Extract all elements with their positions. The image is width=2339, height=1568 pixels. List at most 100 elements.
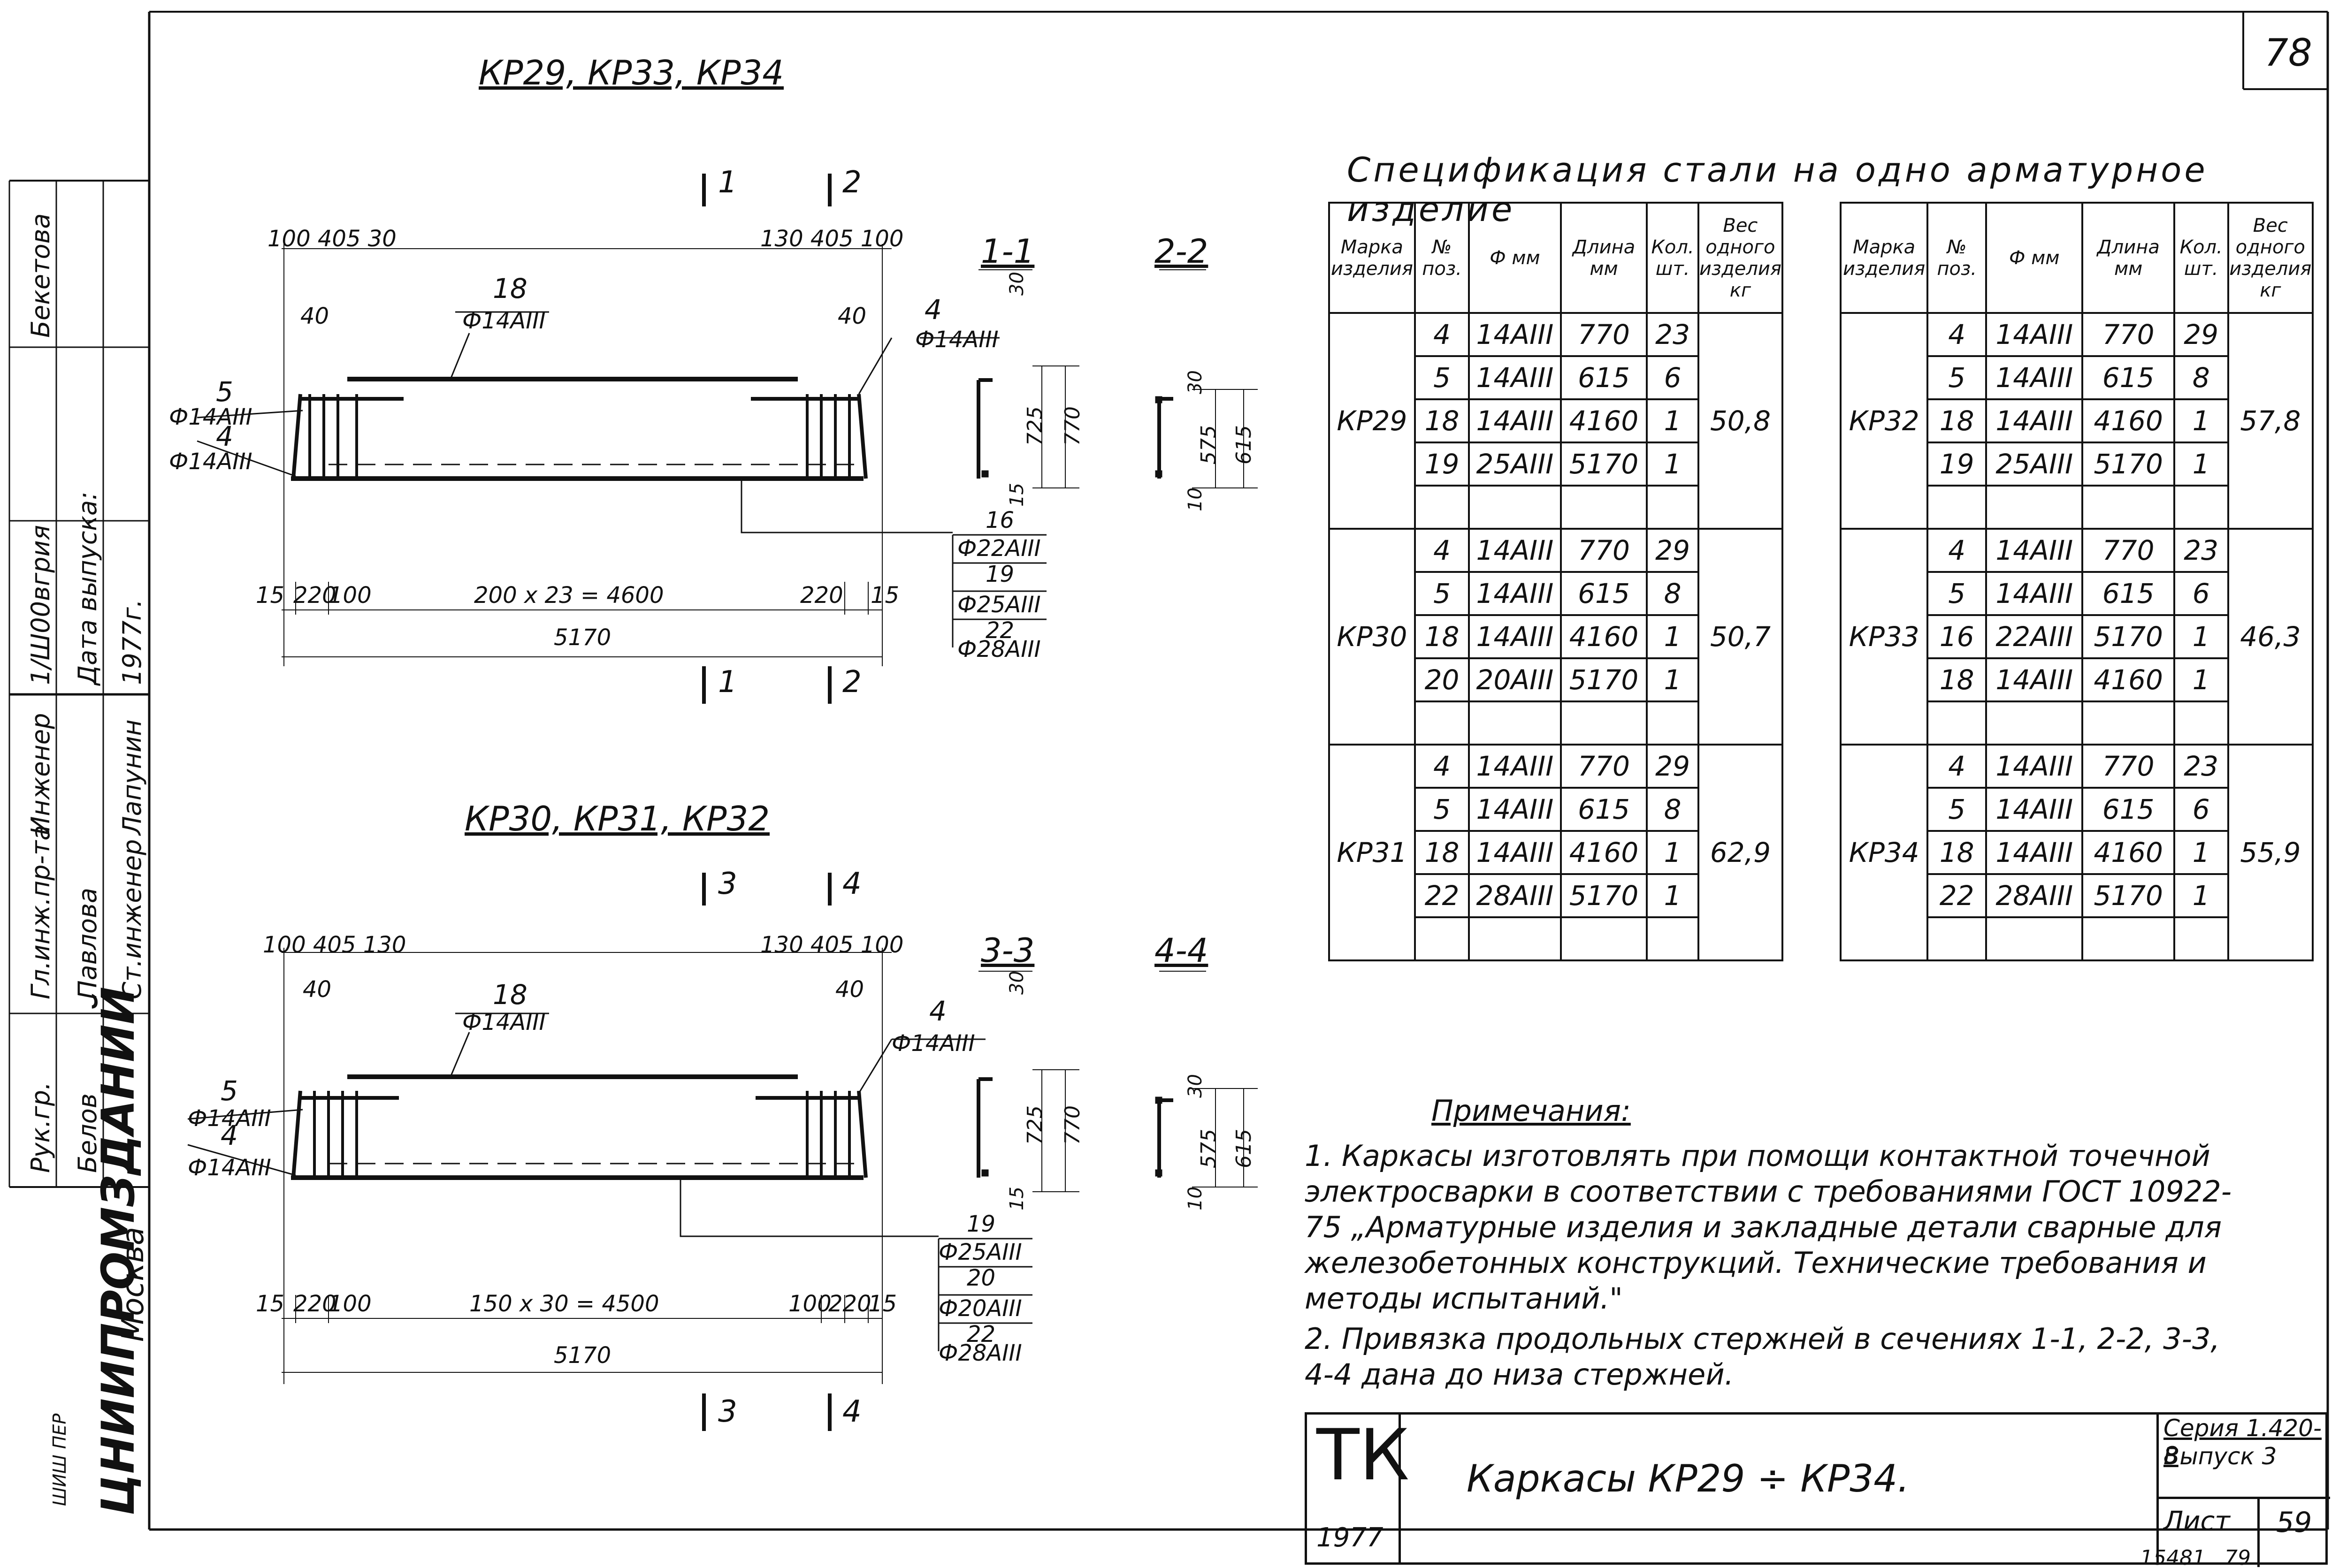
spec-cell: 770 — [2081, 528, 2175, 573]
pos-5-bar-2: Ф14АIII — [188, 1105, 271, 1132]
dims-top-left: 100 405 30 — [268, 226, 397, 252]
stamp-name-5: 1977г. — [117, 599, 147, 685]
spec-cell: 4160 — [1559, 398, 1648, 443]
spec-cell: 615 — [2081, 355, 2175, 400]
section-view-1-1: 1-1 — [981, 232, 1034, 271]
bdim2-3: 100 — [329, 1291, 372, 1317]
tb-code: ТК — [1316, 1415, 1410, 1496]
title-block: ТК 1977 Каркасы КР29 ÷ КР34. Серия 1.420… — [1305, 1412, 2330, 1567]
spec-cell: 14АIII — [1985, 571, 2084, 616]
spec-cell: 1 — [1646, 830, 1699, 875]
callout2-1: 19 — [967, 1211, 995, 1237]
pos-18-bar-2: Ф14АIII — [462, 1009, 546, 1035]
bdim2-7: 15 — [868, 1291, 897, 1317]
dims-top-right: 130 405 100 — [760, 226, 903, 252]
spec-cell: 770 — [1559, 312, 1648, 357]
cut-label-4-bottom: 4 — [842, 1394, 862, 1429]
spec-header: № поз. — [1414, 202, 1470, 314]
cut-label-2-top: 2 — [842, 165, 862, 200]
spec-cell: 22АIII — [1985, 614, 2084, 659]
stamp-role-5: Дата выпуска: — [73, 492, 102, 686]
spec-cell: 5170 — [1559, 441, 1648, 487]
spec-cell: 770 — [1559, 528, 1648, 573]
cut-label-2-bottom: 2 — [842, 665, 862, 700]
sec-a-dim-3: 770 — [1061, 406, 1085, 446]
spec-cell: 16 — [1926, 614, 1987, 659]
spec-cell: 770 — [2081, 312, 2175, 357]
spec-cell: 4160 — [2081, 398, 2175, 443]
spec-empty-cell — [1414, 485, 1470, 530]
spec-empty-cell — [1414, 916, 1470, 961]
stamp-role-2: Гл.инж.пр-та — [26, 825, 55, 999]
spec-cell: 14АIII — [1468, 787, 1562, 832]
frame-drawing-2 — [187, 873, 1258, 1431]
spec-cell: 14АIII — [1985, 312, 2084, 357]
spec-cell: 5 — [1926, 355, 1987, 400]
spec-empty-cell — [2173, 700, 2229, 746]
callout2-6: Ф28АIII — [939, 1340, 1022, 1366]
spec-cell: 5170 — [2081, 441, 2175, 487]
sec-d-dim-2: 575 — [1197, 1129, 1221, 1168]
spec-cell: 5 — [1414, 787, 1470, 832]
stamp-name-2: Павлова — [73, 888, 102, 999]
spec-header: Длина мм — [1559, 202, 1648, 314]
overall-dim-2: 5170 — [554, 1342, 611, 1369]
cut-label-4-top: 4 — [842, 867, 862, 901]
spec-header: Кол. шт. — [1646, 202, 1699, 314]
tb-code-cell: ТК 1977 — [1307, 1415, 1409, 1562]
section-view-3-3: 3-3 — [981, 931, 1034, 970]
sec-c-dim-4: 15 — [1006, 1187, 1028, 1210]
pos-18-label: 18 — [493, 273, 527, 304]
spec-cell: 770 — [1559, 744, 1648, 789]
spec-empty-cell — [1926, 916, 1987, 961]
spec-empty-cell — [1646, 916, 1699, 961]
sec-b-dim-1: 30 — [1185, 370, 1206, 394]
sec-c-dim-3: 770 — [1061, 1105, 1085, 1145]
spec-header: Кол. шт. — [2173, 202, 2229, 314]
note-1: 1. Каркасы изготовлять при помощи контак… — [1305, 1139, 2232, 1316]
stamp-city: Москва — [116, 1227, 151, 1342]
spec-cell: 14АIII — [1468, 571, 1562, 616]
callout2-4: Ф20АIII — [939, 1295, 1022, 1322]
dim-40-right: 40 — [838, 303, 866, 329]
spec-cell: 23 — [2173, 528, 2229, 573]
bdim2-6: 220 — [828, 1291, 871, 1317]
spec-mark: КР31 — [1328, 744, 1416, 961]
tb-sheet-no: 59 — [2276, 1506, 2312, 1539]
spec-cell: 1 — [1646, 398, 1699, 443]
spec-cell: 1 — [2173, 614, 2229, 659]
bdim-6: 15 — [871, 582, 899, 609]
stamp-role-4: Инженер — [26, 713, 55, 835]
table-row — [1329, 700, 1782, 746]
spec-empty-cell — [1559, 700, 1648, 746]
spec-cell: 5 — [1926, 571, 1987, 616]
sec-c-dim-1: 30 — [1006, 971, 1028, 995]
bdim2-1: 15 — [256, 1291, 284, 1317]
spec-cell: 25АIII — [1985, 441, 2084, 487]
spec-cell: 615 — [2081, 571, 2175, 616]
bdim-2: 220 — [293, 582, 336, 609]
spec-empty-cell — [1985, 916, 2084, 961]
spec-cell: 25АIII — [1468, 441, 1562, 487]
spec-empty-cell — [2081, 700, 2175, 746]
spec-cell: 615 — [1559, 571, 1648, 616]
bdim-5: 220 — [800, 582, 843, 609]
tb-right: Серия 1.420-8 Выпуск 3 Лист 59 — [2156, 1415, 2330, 1567]
table-row — [1841, 916, 2313, 961]
sec-a-dim-1: 30 — [1006, 272, 1028, 296]
spec-cell: 14АIII — [1985, 744, 2084, 789]
sec-d-dim-1: 30 — [1185, 1074, 1206, 1098]
spec-cell: 18 — [1414, 830, 1470, 875]
callout-5: 22 — [986, 617, 1014, 644]
spec-cell: 615 — [1559, 355, 1648, 400]
